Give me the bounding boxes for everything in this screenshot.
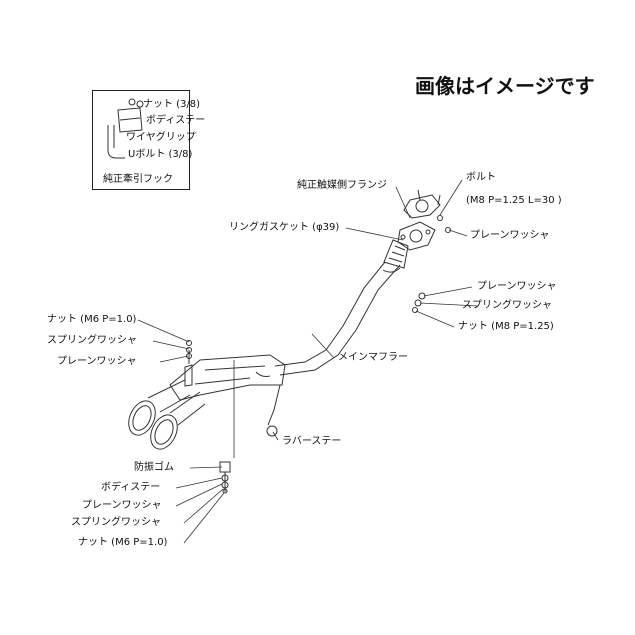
page-title: 画像はイメージです [415,74,595,98]
catalyst-section [383,239,409,269]
inset-label-u-bolt: Uボルト (3/8) [128,149,193,160]
tail-pipes [128,379,206,450]
label-ring-gasket: リングガスケット (φ39) [229,222,340,233]
label-spring-washer-mid: スプリングワッシャ [462,300,552,311]
label-nut-m6-top: ナット (M6 P=1.0) [47,314,137,325]
washers-left [186,340,192,359]
label-plain-washer-left: プレーンワッシャ [57,356,137,367]
inset-caption: 純正牽引フック [103,174,173,185]
inset-label-wire-grip: ワイヤグリップ [126,132,196,143]
label-nut-m8: ナット (M8 P=1.25) [458,321,554,332]
flange-part [397,221,436,251]
label-flange: 純正触媒側フランジ [297,180,387,191]
label-spring-washer-bottom: スプリングワッシャ [71,517,161,528]
label-rubber-mount: 防振ゴム [134,462,174,473]
label-plain-washer-bottom: プレーンワッシャ [82,500,162,511]
label-spring-washer-left: スプリングワッシャ [47,335,137,346]
main-pipe [274,261,401,376]
inset-label-nut: ナット (3/8) [143,99,201,110]
label-body-stay: ボディステー [101,482,161,493]
label-bolt: ボルト [466,172,496,183]
label-plain-washer-top: プレーンワッシャ [470,230,550,241]
muffler-body [169,354,286,401]
label-bolt-spec: (M8 P=1.25 L=30 ) [466,195,562,206]
inset-box [92,90,190,190]
flange-bolts [437,215,451,233]
label-nut-m6-bottom: ナット (M6 P=1.0) [78,537,168,548]
label-plain-washer-mid: プレーンワッシャ [477,281,557,292]
washers-right [412,292,426,313]
upstream-flange [403,189,441,219]
label-rubber-stay: ラバーステー [282,436,342,447]
rubber-stay [266,384,281,437]
label-main-muffler: メインマフラー [338,352,408,363]
inset-label-body-stay: ボディステー [146,115,206,126]
inset-drawing [107,98,144,159]
leader-lines [137,179,479,544]
